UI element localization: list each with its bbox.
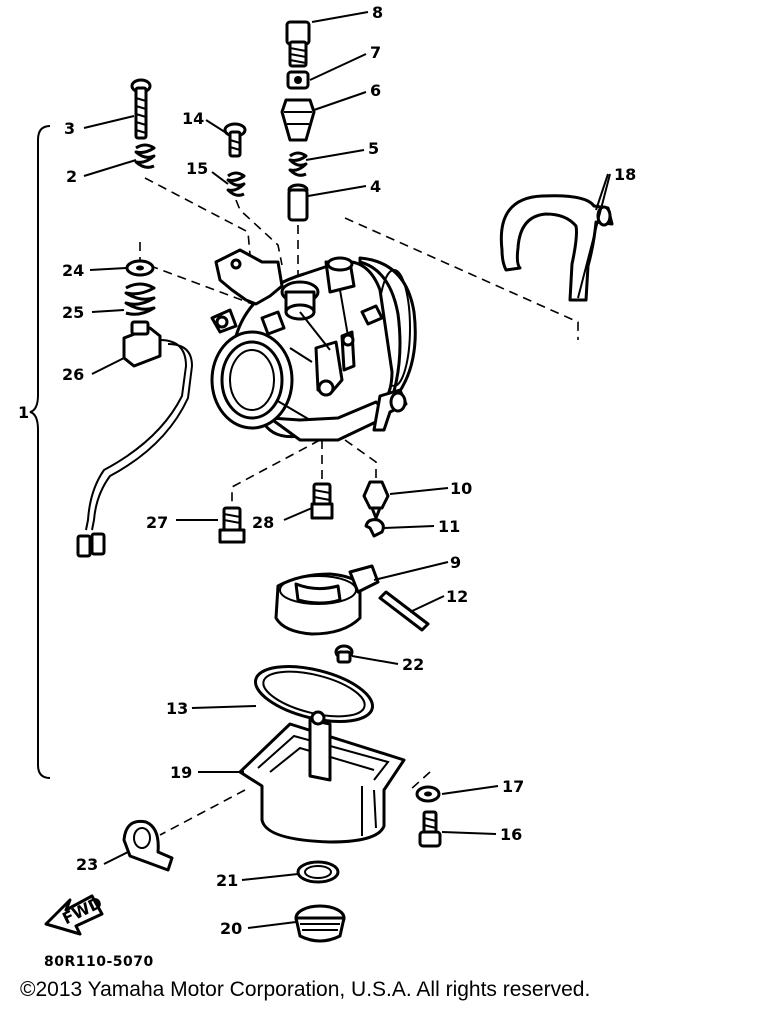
callout-24: 24 [62, 261, 84, 280]
callout-labels: 1 2 3 4 5 6 7 8 9 10 11 12 13 14 15 16 1… [18, 3, 636, 938]
part-23-clamp [122, 819, 174, 872]
copyright-notice: ©2013 Yamaha Motor Corporation, U.S.A. A… [20, 978, 591, 1001]
part-8-screw [285, 20, 311, 68]
part-5-spring [288, 151, 308, 177]
part-18-hose [499, 194, 614, 302]
part-15-spring [226, 171, 246, 197]
part-24-washer [125, 259, 155, 277]
callout-27: 27 [146, 513, 168, 532]
part-28-jet [310, 482, 334, 520]
callout-22: 22 [402, 655, 424, 674]
callout-23: 23 [76, 855, 98, 874]
callout-20: 20 [220, 919, 242, 938]
part-11-clip [364, 518, 385, 538]
part-9-float [274, 564, 380, 636]
part-20-plug [294, 904, 346, 943]
callout-3: 3 [64, 119, 75, 138]
callout-18: 18 [614, 165, 636, 184]
part-10-needle-valve [362, 480, 390, 520]
callout-9: 9 [450, 553, 461, 572]
part-2-spring [134, 143, 156, 169]
callout-25: 25 [62, 303, 84, 322]
carburetor-body [210, 248, 417, 442]
callout-17: 17 [502, 777, 524, 796]
callout-2: 2 [66, 167, 77, 186]
part-19-float-bowl [238, 710, 406, 844]
callout-4: 4 [370, 177, 381, 196]
part-26-throttle-switch [76, 320, 194, 558]
callout-10: 10 [450, 479, 472, 498]
callout-5: 5 [368, 139, 379, 158]
callout-14: 14 [182, 109, 204, 128]
part-12-pin [378, 590, 430, 632]
callout-26: 26 [62, 365, 84, 384]
callout-8: 8 [372, 3, 383, 22]
callout-28: 28 [252, 513, 274, 532]
part-17-washer [415, 785, 441, 803]
part-25-spring [124, 282, 156, 316]
callout-12: 12 [446, 587, 468, 606]
part-16-screw [418, 810, 442, 848]
callout-7: 7 [370, 43, 381, 62]
part-21-oring [296, 860, 340, 884]
callout-11: 11 [438, 517, 460, 536]
callout-21: 21 [216, 871, 238, 890]
leader-lines [83, 11, 611, 929]
part-3-screw [130, 78, 152, 140]
assembly-bracket [29, 125, 51, 779]
callout-19: 19 [170, 763, 192, 782]
callout-16: 16 [500, 825, 522, 844]
diagram-code: 80R110-5070 [44, 954, 154, 970]
callout-15: 15 [186, 159, 208, 178]
fwd-arrow: FWD [44, 893, 105, 936]
callout-13: 13 [166, 699, 188, 718]
part-22-screw [334, 644, 354, 664]
part-14-screw [223, 122, 247, 158]
callout-1: 1 [18, 403, 29, 422]
part-6-fitting [280, 98, 316, 142]
part-27-jet [218, 506, 246, 544]
part-13-gasket [253, 665, 375, 723]
part-4-sleeve [287, 183, 309, 222]
part-7-nut [286, 70, 310, 90]
callout-6: 6 [370, 81, 381, 100]
